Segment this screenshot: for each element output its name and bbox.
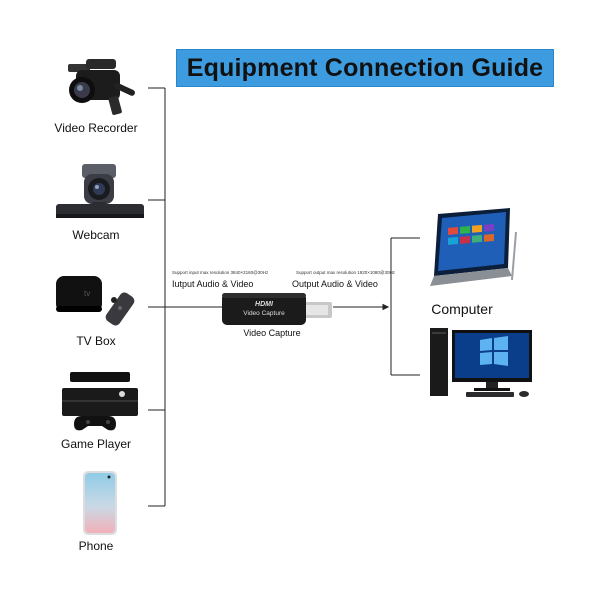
title-banner: Equipment Connection Guide	[176, 49, 554, 87]
output-resolution-note: Support output max resolution 1920×1080@…	[296, 270, 396, 275]
webcam-icon	[56, 164, 144, 218]
source-label-webcam: Webcam	[72, 228, 120, 242]
input-label: Iutput Audio & Video	[172, 279, 254, 289]
source-label-phone: Phone	[78, 539, 114, 553]
phone-icon	[83, 471, 117, 535]
desktop-computer-icon	[430, 328, 532, 397]
source-label-tv-box: TV Box	[76, 334, 116, 348]
video-capture-device-icon: HDMI Video Capture	[222, 293, 332, 325]
tv-box-icon: tv	[56, 276, 135, 326]
device-body-text: Video Capture	[243, 310, 285, 317]
output-label: Output Audio & Video	[292, 279, 378, 289]
svg-text:tv: tv	[84, 289, 90, 298]
input-resolution-note: Support input max resolution 3840×2160@3…	[172, 270, 269, 275]
tablet-computer-icon	[430, 208, 517, 286]
source-label-game-player: Game Player	[60, 437, 132, 451]
video-recorder-icon	[68, 59, 135, 115]
source-label-video-recorder: Video Recorder	[54, 121, 138, 135]
device-brand-text: HDMI	[255, 301, 274, 308]
page-title: Equipment Connection Guide	[186, 53, 544, 82]
game-console-icon	[62, 372, 138, 431]
target-label-computer: Computer	[431, 301, 493, 317]
device-label: Video Capture	[243, 328, 301, 338]
